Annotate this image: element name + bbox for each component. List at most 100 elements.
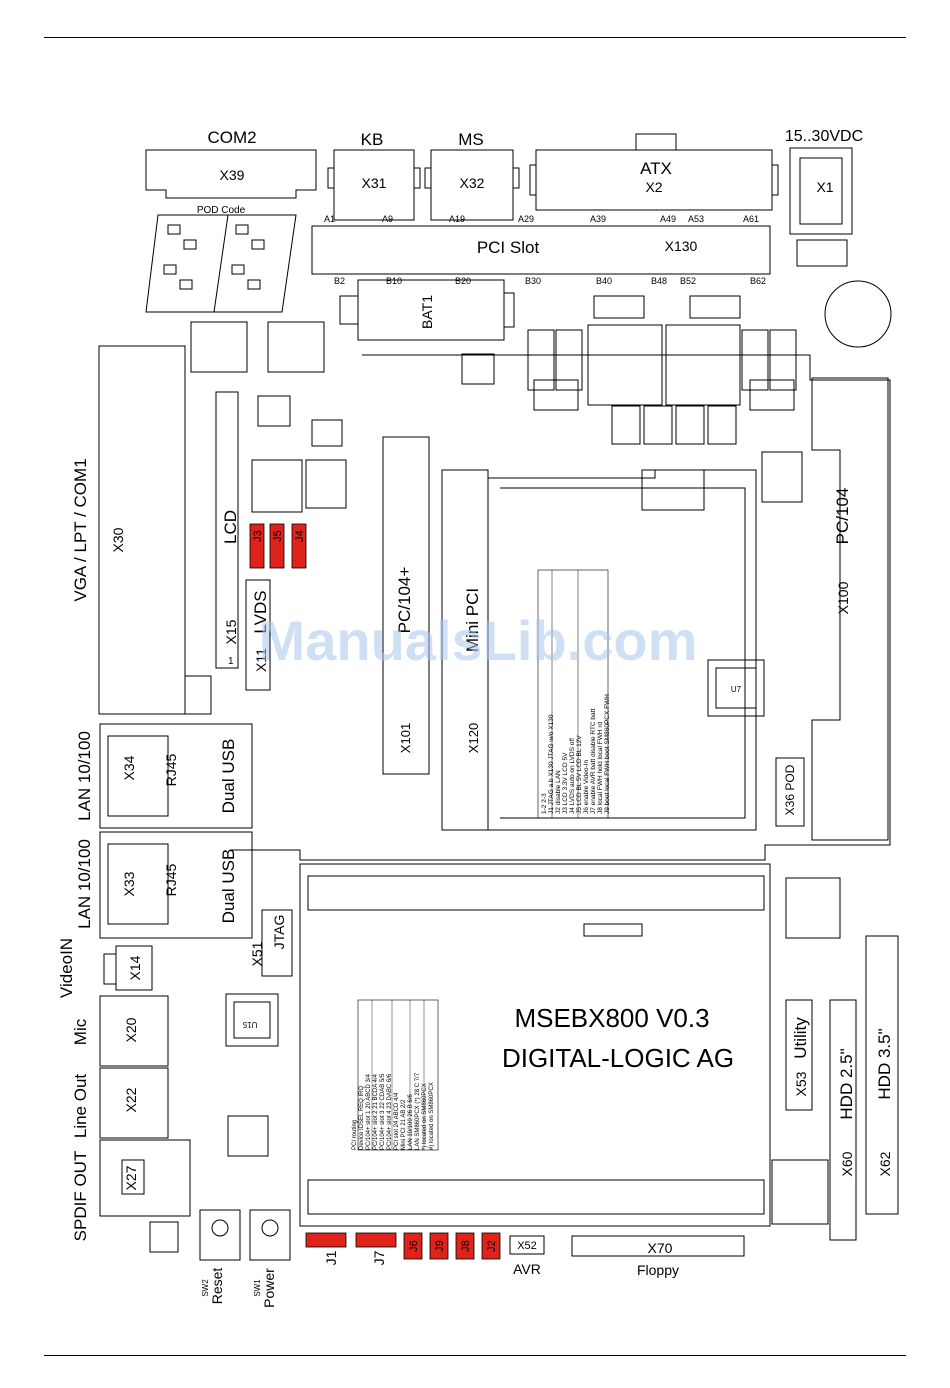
x120-label: X120 xyxy=(466,723,481,753)
jumper-table-row: J2 disable LAN xyxy=(555,770,562,814)
u12-ic xyxy=(771,1159,829,1225)
jumper-j2[interactable] xyxy=(481,1232,501,1260)
pci-slot-label: PCI Slot xyxy=(477,238,540,257)
ms-label: MS xyxy=(458,130,484,149)
utility-header: Utility X53 xyxy=(785,999,813,1111)
pci-table-row: PC/104+ slot 2 21 BCDA 4/4 xyxy=(373,1073,379,1150)
pci-table-row: PC/104+ slot 1 20 ABCD 3/4 xyxy=(366,1073,372,1150)
j8-label: J8 xyxy=(460,1240,472,1252)
kb-label: KB xyxy=(361,130,384,149)
pin-b30: B30 xyxy=(525,276,541,286)
x30-label: X30 xyxy=(110,527,126,552)
rj45-label-2: RJ45 xyxy=(163,863,179,896)
mic-label: Mic xyxy=(71,1018,90,1045)
x27-label: X27 xyxy=(123,1165,139,1190)
j3-label: J3 xyxy=(252,530,264,542)
reset-button[interactable]: Reset SW2 xyxy=(199,1209,241,1304)
hdd35-label: HDD 3.5" xyxy=(875,1028,894,1099)
board-name: MSEBX800 V0.3 xyxy=(514,1003,709,1033)
u7-label: U7 xyxy=(731,685,742,694)
j5-label: J5 xyxy=(272,530,284,542)
j4-label: J4 xyxy=(294,530,306,542)
lvds-connector: LVDS X11 xyxy=(245,579,271,691)
u15-chip: U15 xyxy=(225,993,279,1047)
pci-table-title: PCI routing xyxy=(352,1120,358,1150)
lcd-jumpers: J3 J5 J4 xyxy=(249,523,307,569)
pin-a9: A9 xyxy=(382,214,393,224)
pci-slot: PCI Slot X130 A1 A9 A19 A29 A39 A49 A53 … xyxy=(311,214,771,286)
j7-label: J7 xyxy=(371,1250,387,1265)
pod-code-label: POD Code xyxy=(197,205,246,216)
x130-label: X130 xyxy=(665,238,698,254)
power-connector: 15..30VDC X1 xyxy=(785,128,863,267)
jumper-j7[interactable] xyxy=(355,1232,397,1248)
x39-label: X39 xyxy=(220,167,245,183)
jumper-j5[interactable] xyxy=(269,523,285,569)
pin-a39: A39 xyxy=(590,214,606,224)
battery: BAT1 xyxy=(339,279,515,341)
x32-label: X32 xyxy=(460,175,485,191)
hdd25-label: HDD 2.5" xyxy=(837,1048,856,1119)
pci-table-row: LAN SM860PCX (*) 28 C 7/7 xyxy=(415,1072,421,1150)
utility-label: Utility xyxy=(791,1017,810,1059)
vga-lpt-com1-label: VGA / LPT / COM1 xyxy=(71,458,90,601)
x62-label: X62 xyxy=(877,1151,893,1176)
bottom-rule xyxy=(44,1355,906,1356)
jumper-j8[interactable] xyxy=(455,1232,475,1260)
jumper-j9[interactable] xyxy=(429,1232,449,1260)
lcd-inductor xyxy=(305,459,347,509)
jumper-j3[interactable] xyxy=(249,523,265,569)
jumper-table-row: J5 LCD BL 5V LCD BL 12V xyxy=(576,735,583,814)
pin-a61: A61 xyxy=(743,214,759,224)
x31-label: X31 xyxy=(362,175,387,191)
jumper-j6[interactable] xyxy=(403,1232,423,1260)
floppy-label: Floppy xyxy=(637,1262,679,1278)
x22-label: X22 xyxy=(123,1087,139,1112)
x20-label: X20 xyxy=(123,1017,139,1042)
j6-label: J6 xyxy=(408,1240,420,1252)
pc104-label: PC/104 xyxy=(833,488,852,545)
jumper-j1[interactable] xyxy=(305,1232,347,1248)
jumper-table-row: J6 enable Video-In xyxy=(583,760,590,814)
spdif-connector: SPDIF OUT X27 xyxy=(71,1139,191,1241)
rj45-label-1: RJ45 xyxy=(163,753,179,786)
pci-table-row: PCI slot 24 ABCD 4/4 xyxy=(394,1092,400,1150)
top-rule xyxy=(44,37,906,38)
mic-connector: Mic X20 xyxy=(71,995,169,1067)
jumper-table-head: 1-2 2-3 xyxy=(541,793,548,814)
main-module-outline: MSEBX800 V0.3 DIGITAL-LOGIC AG xyxy=(299,863,771,1227)
mini-pci-slot: Mini PCI X120 xyxy=(441,469,757,831)
bat1-label: BAT1 xyxy=(419,295,435,329)
video-in-connector: VideoIN X14 xyxy=(57,938,153,998)
avr-label: AVR xyxy=(513,1261,541,1277)
atx-connector: ATX X2 xyxy=(529,133,779,211)
lvds-label: LVDS xyxy=(251,590,270,633)
j1-label: J1 xyxy=(323,1250,339,1265)
video-in-label: VideoIN xyxy=(57,938,76,998)
pin-b20: B20 xyxy=(455,276,471,286)
dual-usb-label-1: Dual USB xyxy=(219,739,238,814)
power-label: Power xyxy=(261,1268,277,1308)
com2-label: COM2 xyxy=(207,128,256,147)
pin-a19: A19 xyxy=(449,214,465,224)
u21-ic xyxy=(149,1221,179,1253)
power-regulators xyxy=(190,295,797,445)
pod-code-display: POD Code xyxy=(145,205,297,313)
pc104plus-label: PC/104+ xyxy=(395,567,414,634)
pci-table-row: PC/104+ slot 4 23 DABC 6/6 xyxy=(387,1073,393,1150)
jumper-table-row: J1 JTAG a.b X130 JTAG w/o X130 xyxy=(548,714,555,814)
power-button[interactable]: Power SW1 xyxy=(249,1209,291,1308)
x53-label: X53 xyxy=(793,1071,809,1096)
u3-ic xyxy=(257,395,291,427)
line-out-connector: Line Out X22 xyxy=(71,1067,169,1139)
line-out-label: Line Out xyxy=(71,1074,90,1139)
pci-table-row: #) located on SM860PCX xyxy=(429,1082,435,1150)
company-name: DIGITAL-LOGIC AG xyxy=(502,1043,734,1073)
mini-pci-label: Mini PCI xyxy=(463,588,482,652)
pin-a49: A49 xyxy=(660,214,676,224)
board-area-outline xyxy=(230,354,891,861)
jumper-j4[interactable] xyxy=(291,523,307,569)
keyboard-connector: KB X31 xyxy=(327,130,421,221)
